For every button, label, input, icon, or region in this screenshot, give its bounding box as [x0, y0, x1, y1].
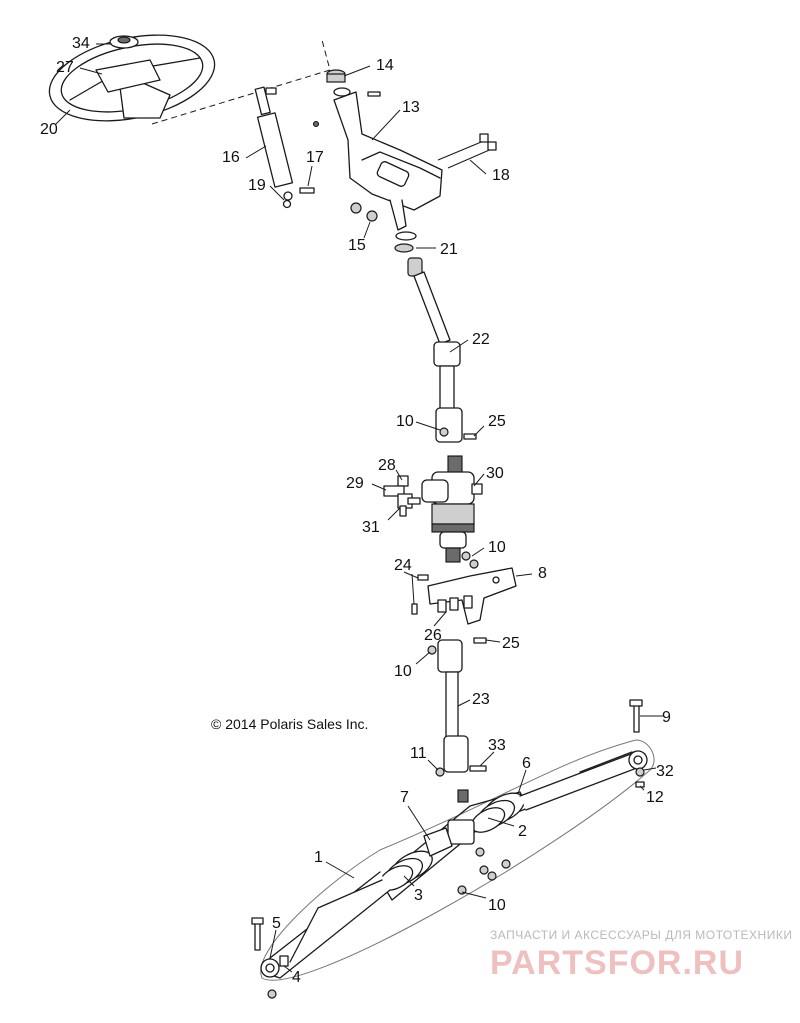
- callout-33: 33: [488, 737, 506, 754]
- callout-29: 29: [346, 475, 364, 492]
- nuts-15: [350, 202, 378, 222]
- screw-14: [367, 91, 381, 97]
- bushing-14: [326, 69, 351, 97]
- bolts-26: [437, 595, 473, 613]
- bolt-9-head: [629, 699, 643, 707]
- callout-15: 15: [348, 237, 366, 254]
- callout-32: 32: [656, 763, 674, 780]
- bolt-33: [469, 765, 487, 772]
- callout-10-d: 10: [488, 897, 506, 914]
- callout-9: 9: [662, 709, 671, 726]
- bolt-24-b: [411, 603, 418, 615]
- callout-31: 31: [362, 519, 380, 536]
- callout-30: 30: [486, 465, 504, 482]
- callout-10-b: 10: [488, 539, 506, 556]
- callout-21: 21: [440, 241, 458, 258]
- wheel-assembly-dash: [151, 39, 331, 125]
- callout-6: 6: [522, 755, 531, 772]
- callout-10-c: 10: [394, 663, 412, 680]
- bolt-24-a: [417, 574, 429, 581]
- rack-nuts-10: [457, 847, 511, 895]
- callout-25-a: 25: [488, 413, 506, 430]
- callout-24: 24: [394, 557, 412, 574]
- nut-10-a: [461, 551, 471, 561]
- callout-20: 20: [40, 121, 58, 138]
- bearing-21: [394, 231, 417, 253]
- watermark-tagline: ЗАПЧАСТИ И АКСЕССУАРЫ ДЛЯ МОТОТЕХНИКИ: [490, 928, 793, 942]
- washer-12: [635, 781, 645, 788]
- callout-14: 14: [376, 57, 394, 74]
- gas-strut: [254, 86, 294, 201]
- copyright-notice: © 2014 Polaris Sales Inc.: [211, 716, 369, 732]
- long-bolts: [437, 133, 497, 169]
- callout-19: 19: [248, 177, 266, 194]
- callout-5: 5: [272, 915, 281, 932]
- callout-10-a: 10: [396, 413, 414, 430]
- watermark-logo: PARTSFOR.RU: [490, 944, 745, 982]
- callout-1: 1: [314, 849, 323, 866]
- bolt-25-upper: [463, 433, 477, 440]
- callout-28: 28: [378, 457, 396, 474]
- callout-3: 3: [414, 887, 423, 904]
- fitting-31: [397, 493, 421, 517]
- bolt-9: [633, 703, 640, 733]
- leader-lines: [55, 43, 664, 973]
- callout-18: 18: [492, 167, 510, 184]
- rack-bracket-7: [423, 827, 453, 857]
- callout-23: 23: [472, 691, 490, 708]
- steering-wheel: [48, 34, 216, 122]
- callout-2: 2: [518, 823, 527, 840]
- tie-rod-right: [519, 750, 648, 811]
- nut-10-b: [469, 559, 479, 569]
- bolt-17: [299, 187, 315, 194]
- callout-22: 22: [472, 331, 490, 348]
- callout-27: 27: [56, 59, 74, 76]
- callout-numbers: 34 27 20 14 13 16 17 19 18 15 21 22 10 2…: [40, 35, 674, 986]
- nut-32: [635, 767, 645, 777]
- callout-16: 16: [222, 149, 240, 166]
- callout-17: 17: [306, 149, 324, 166]
- fitting-28: [397, 475, 409, 487]
- nut-4: [267, 989, 277, 999]
- callout-8: 8: [538, 565, 547, 582]
- bolt-5-head: [251, 917, 264, 925]
- nut-19: [282, 199, 292, 209]
- fitting-29: [383, 485, 405, 497]
- callout-34: 34: [72, 35, 90, 52]
- callout-13: 13: [402, 99, 420, 116]
- power-steering-unit: [421, 455, 483, 563]
- tie-rod-left: [260, 871, 391, 979]
- bolt-5: [254, 921, 261, 951]
- bolt-25-lower: [473, 637, 487, 644]
- callout-4: 4: [292, 969, 301, 986]
- nut-10-upper: [439, 427, 449, 437]
- callout-12: 12: [646, 789, 664, 806]
- rack-outline: [260, 739, 655, 981]
- callout-26: 26: [424, 627, 442, 644]
- small-nut: [312, 120, 320, 128]
- callout-7: 7: [400, 789, 409, 806]
- column-bracket: [333, 91, 443, 231]
- callout-25-b: 25: [502, 635, 520, 652]
- steering-rack: [378, 789, 529, 901]
- callout-11: 11: [410, 745, 427, 762]
- steering-wheel-cap: [109, 35, 139, 49]
- lower-steering-shaft: [437, 639, 469, 773]
